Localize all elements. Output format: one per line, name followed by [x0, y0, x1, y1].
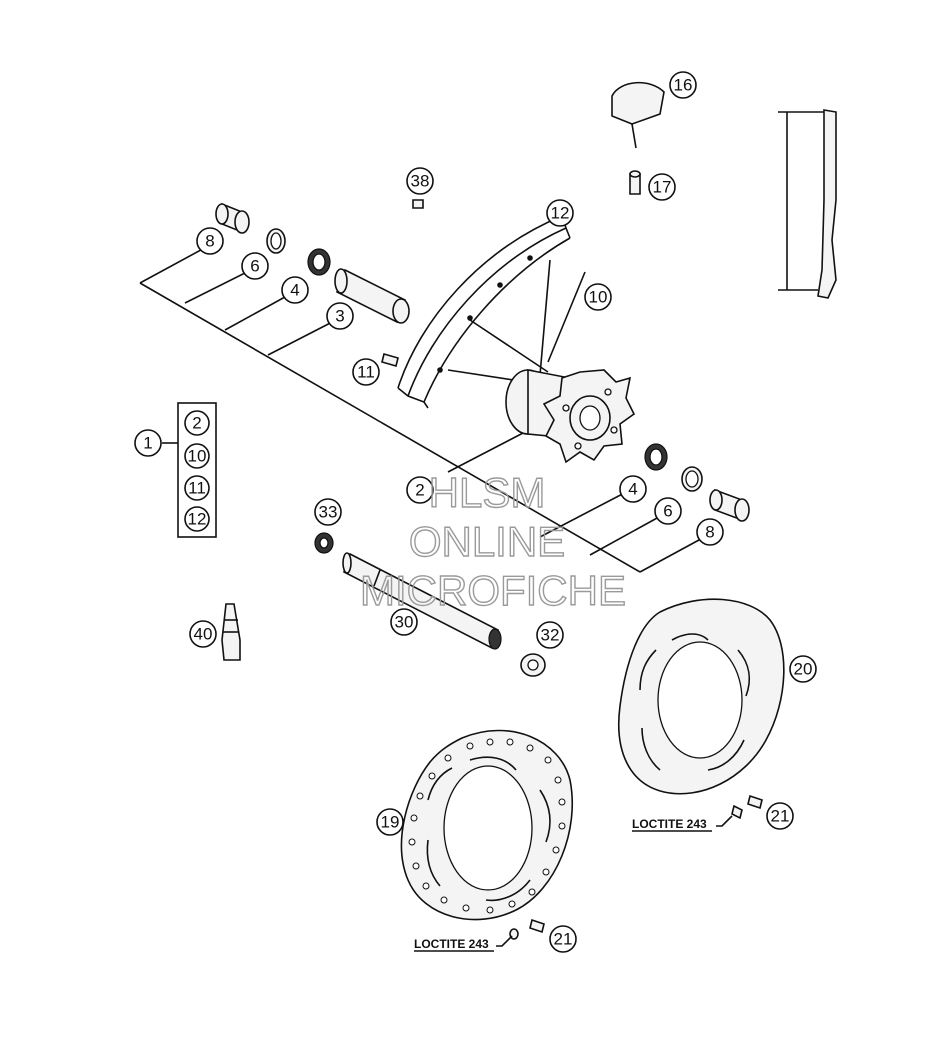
svg-text:12: 12	[551, 204, 570, 223]
seal-part-6-left	[266, 228, 286, 254]
callout-21-upper: 21	[766, 802, 794, 830]
svg-text:6: 6	[250, 257, 259, 276]
plug-part-38	[412, 199, 424, 209]
svg-text:40: 40	[194, 625, 213, 644]
bolt-part-21-lower	[509, 918, 545, 940]
svg-text:6: 6	[663, 502, 672, 521]
svg-text:2: 2	[192, 414, 201, 433]
bearing-part-4-right	[644, 443, 668, 471]
callout-33: 33	[314, 498, 342, 526]
svg-text:33: 33	[319, 503, 338, 522]
loctite-note-lower: LOCTITE 243	[414, 937, 489, 951]
callout-17: 17	[648, 173, 676, 201]
svg-text:8: 8	[205, 232, 214, 251]
nipple-part-11	[381, 353, 399, 367]
spacer-part-8-left	[215, 202, 250, 234]
watermark: HLSM ONLINE MICROFICHE	[359, 468, 626, 614]
leader-lines	[139, 244, 711, 573]
sleeve-part-3	[334, 268, 410, 324]
svg-text:MICROFICHE: MICROFICHE	[360, 567, 626, 614]
svg-text:10: 10	[188, 447, 207, 466]
part-16	[611, 81, 665, 149]
svg-text:4: 4	[628, 480, 637, 499]
seal-part-6-right	[681, 466, 703, 492]
nut-part-33	[314, 532, 334, 554]
svg-text:20: 20	[794, 660, 813, 679]
callout-1: 1	[134, 429, 162, 457]
callout-32: 32	[536, 621, 564, 649]
callout-4-left: 4	[281, 276, 309, 304]
svg-text:11: 11	[188, 479, 206, 498]
callout-6-left: 6	[241, 252, 269, 280]
svg-text:12: 12	[188, 510, 207, 529]
loctite-leaders	[496, 815, 733, 947]
callout-8-right: 8	[696, 518, 724, 546]
callout-kit-2: 2	[184, 410, 210, 436]
hub	[505, 369, 636, 464]
kit-bracket	[162, 402, 217, 538]
svg-text:1: 1	[143, 434, 152, 453]
svg-text:ONLINE: ONLINE	[409, 518, 565, 565]
svg-text:8: 8	[705, 523, 714, 542]
callout-kit-10: 10	[184, 443, 210, 469]
callout-kit-12: 12	[184, 506, 210, 532]
brake-disc-part-20	[618, 598, 785, 795]
callout-21-lower: 21	[549, 925, 577, 953]
svg-text:4: 4	[290, 281, 299, 300]
svg-text:32: 32	[541, 626, 560, 645]
svg-text:3: 3	[335, 307, 344, 326]
svg-text:16: 16	[674, 76, 693, 95]
callout-19: 19	[376, 808, 404, 836]
part-17	[629, 170, 641, 195]
callout-38: 38	[406, 167, 434, 195]
nut-part-32	[520, 653, 546, 677]
spacer-part-8-right	[709, 488, 750, 522]
svg-text:10: 10	[589, 288, 608, 307]
svg-text:21: 21	[771, 807, 790, 826]
callout-kit-11: 11	[184, 475, 210, 501]
rim-part-12	[397, 215, 571, 409]
callout-16: 16	[669, 71, 697, 99]
callout-8-left: 8	[196, 227, 224, 255]
callout-10: 10	[584, 283, 612, 311]
svg-text:11: 11	[357, 363, 375, 382]
callout-4-right: 4	[619, 475, 647, 503]
svg-text:HLSM: HLSM	[429, 469, 546, 516]
loctite-note-upper: LOCTITE 243	[632, 817, 707, 831]
callout-11: 11	[352, 358, 380, 386]
part-40	[221, 603, 241, 661]
callout-12: 12	[546, 199, 574, 227]
callout-6-right: 6	[654, 497, 682, 525]
callout-40: 40	[189, 620, 217, 648]
svg-text:2: 2	[415, 481, 424, 500]
brake-disc-part-19	[400, 729, 574, 921]
bearing-part-4-left	[307, 248, 331, 276]
svg-text:19: 19	[381, 813, 400, 832]
fork-leg	[778, 109, 837, 299]
svg-text:17: 17	[653, 178, 672, 197]
callout-30: 30	[390, 608, 418, 636]
svg-text:38: 38	[411, 172, 430, 191]
axle-part-30	[342, 552, 502, 650]
callout-20: 20	[789, 655, 817, 683]
svg-text:30: 30	[395, 613, 414, 632]
bolt-part-21-upper	[731, 794, 763, 820]
svg-text:21: 21	[554, 930, 573, 949]
callout-2: 2	[406, 476, 434, 504]
callout-3: 3	[326, 302, 354, 330]
